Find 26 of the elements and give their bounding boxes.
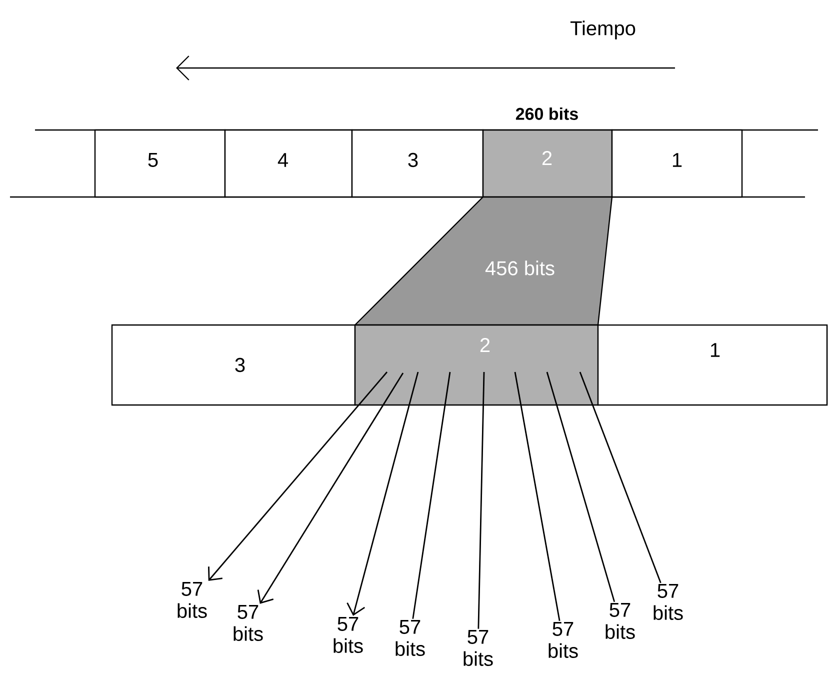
arrow <box>346 372 419 616</box>
burst-label: 57 bits <box>334 617 363 653</box>
line <box>546 372 616 602</box>
arrow <box>208 372 388 581</box>
line <box>514 372 560 621</box>
frame-cell: 1 <box>597 324 828 406</box>
line <box>478 372 485 629</box>
axis-label: Tiempo <box>570 20 636 40</box>
burst-label: 57 bits <box>654 584 683 620</box>
burst-label: 57 bits <box>178 582 207 618</box>
frame-cell: 3 <box>351 129 484 198</box>
line <box>579 372 662 584</box>
frame-cell: 1 <box>611 129 743 198</box>
arrow <box>257 372 404 604</box>
burst-label: 57 bits <box>548 622 578 658</box>
frame-cell: 3 <box>111 324 356 406</box>
frame-cell: 4 <box>224 129 353 198</box>
burst-label: 57 bits <box>396 620 425 656</box>
burst-label: 57 bits <box>234 605 263 641</box>
frame-cell: 2 <box>482 129 613 198</box>
burst-label: 57 bits <box>606 603 635 639</box>
burst-label: 57 bits <box>464 630 493 666</box>
size-label: 260 bits <box>516 107 578 120</box>
frame-cell: 5 <box>94 129 226 198</box>
frame-cell: 2 <box>354 324 599 406</box>
line <box>412 372 451 619</box>
